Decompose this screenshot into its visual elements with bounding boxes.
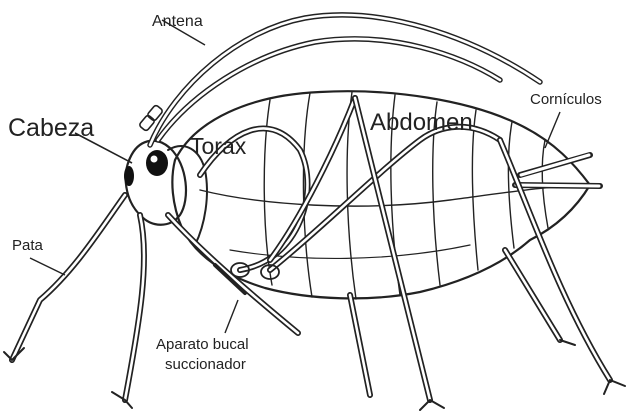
leader-aparato [225, 300, 238, 333]
label-corniculos: Cornículos [530, 91, 602, 108]
label-antena: Antena [152, 13, 203, 30]
antennae [139, 15, 540, 145]
label-cabeza: Cabeza [8, 114, 94, 142]
eye-highlight [151, 156, 158, 163]
leg-front-inner [12, 195, 125, 360]
label-aparato-line2: succionador [165, 356, 246, 373]
label-aparato-line1: Aparato bucal [156, 336, 249, 353]
foot [560, 340, 575, 345]
foot [604, 380, 625, 394]
leader-corniculos [545, 112, 560, 148]
label-pata: Pata [12, 237, 44, 254]
antenna-base-segment [139, 114, 156, 131]
compound-eye [146, 150, 168, 176]
cornicle-inner [516, 185, 599, 186]
leg-under-inner [350, 295, 370, 395]
label-abdomen: Abdomen [370, 109, 473, 136]
foot [420, 400, 444, 410]
head-tip [124, 166, 134, 186]
leader-pata [30, 258, 65, 275]
label-torax: Torax [190, 133, 247, 159]
segment-line [472, 110, 478, 270]
leg-hind-lower [500, 140, 610, 380]
